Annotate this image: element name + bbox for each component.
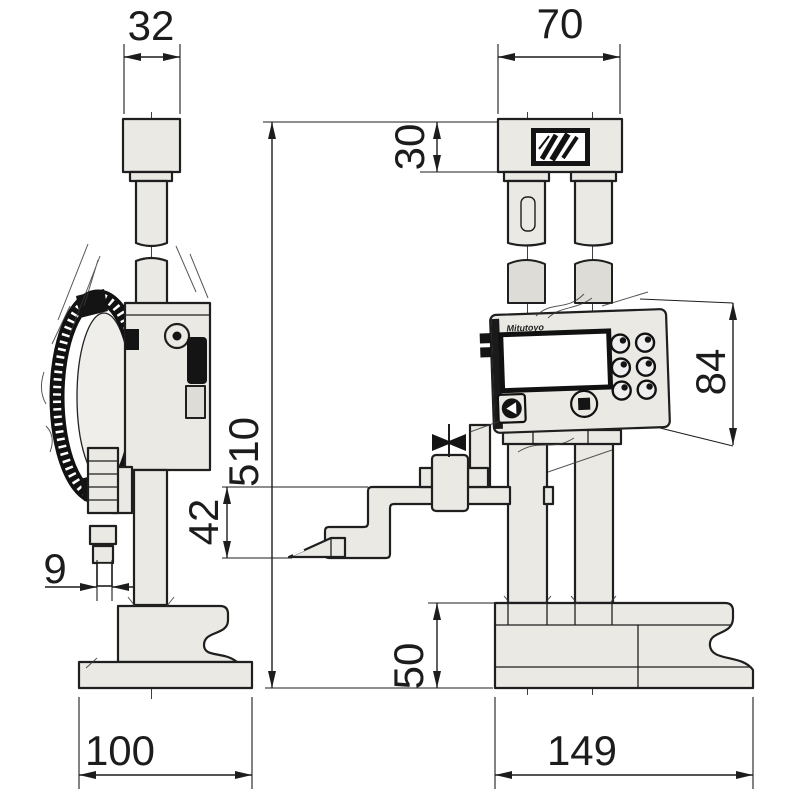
- display-unit: Mitutoyo: [479, 308, 671, 434]
- dim-label-100: 100: [85, 727, 155, 774]
- dim-label-84: 84: [687, 349, 734, 396]
- fine-feed-wheel: [86, 446, 120, 515]
- arm-clamp-block: [430, 453, 470, 513]
- dim-label-32: 32: [128, 2, 175, 49]
- dimension-side-base-width: 100: [78, 697, 253, 789]
- column-slot: [520, 196, 536, 232]
- scriber-arm-assembly: [287, 423, 512, 560]
- connector-bump: [480, 347, 492, 358]
- front-view: Mitutoyo: [287, 112, 755, 695]
- output-port-cover: [187, 337, 207, 384]
- dimension-scriber-thickness: 9: [43, 545, 134, 601]
- side-column-lower: [132, 468, 169, 607]
- dimension-front-base-width: 149: [494, 697, 754, 789]
- side-slider-body: [123, 301, 212, 472]
- dimension-cap-height: 30: [386, 122, 500, 173]
- button-glyph: [621, 384, 628, 391]
- button-glyph: [646, 383, 653, 390]
- brand-logo: Mitutoyo: [506, 322, 544, 333]
- side-scriber-assembly: [86, 446, 134, 587]
- function-button: [636, 379, 657, 400]
- port-lower-block: [185, 385, 206, 419]
- scriber-blade-edge: [96, 562, 113, 587]
- column-tab: [542, 485, 555, 506]
- column-shoulder-right: [569, 170, 618, 183]
- grip-pattern: [561, 135, 579, 160]
- grip-pattern: [538, 135, 550, 150]
- dimension-front-cap-width: 70: [497, 0, 621, 114]
- clamp-knob: [432, 434, 466, 451]
- clamp-tab-right: [466, 466, 490, 489]
- sketch-lines-display-bottom: [469, 420, 613, 473]
- scriber-tip-highlight: [292, 549, 305, 556]
- dim-label-70: 70: [537, 0, 584, 47]
- button-glyph: [645, 360, 652, 367]
- dim-label-50: 50: [385, 643, 432, 690]
- function-button: [610, 357, 632, 378]
- keypad: [609, 332, 657, 401]
- side-base: [77, 596, 254, 690]
- dim-label-149: 149: [547, 727, 617, 774]
- zero-button-icon: [577, 397, 591, 411]
- dimension-scriber-offset: 42: [180, 486, 368, 559]
- column-stub-right: [574, 259, 613, 304]
- left-arrow-icon: [506, 402, 517, 415]
- function-button: [611, 380, 632, 401]
- dim-label-30: 30: [386, 124, 433, 171]
- clamp-tab-left: [418, 466, 434, 489]
- side-column-break-stub: [134, 256, 169, 307]
- side-base-pedestal: [116, 604, 239, 664]
- clamp-screw-center: [172, 331, 182, 341]
- function-button: [609, 333, 631, 354]
- dimension-column-height: 510: [220, 122, 276, 688]
- side-column-upper: [134, 179, 169, 248]
- side-cap-shoulder: [128, 170, 174, 183]
- button-glyph: [619, 337, 627, 344]
- scriber-clamp-upper: [88, 524, 118, 546]
- column-stub-left: [507, 259, 546, 304]
- button-glyph: [620, 361, 627, 368]
- sketch-lines-cap-right: [175, 245, 209, 299]
- column-upper-right: [573, 179, 614, 247]
- flange-tick: [85, 657, 98, 669]
- dimension-display-height: 84: [639, 298, 737, 447]
- column-shoulder-left: [502, 170, 551, 183]
- side-view: [40, 112, 254, 699]
- grip-pattern: [549, 132, 571, 162]
- function-button: [634, 332, 656, 353]
- column-lower-right: [573, 441, 615, 605]
- dim-label-42: 42: [180, 499, 227, 546]
- front-base: [493, 595, 755, 690]
- column-upper-left: [506, 179, 547, 247]
- side-cap: [121, 117, 182, 174]
- lcd-screen: [498, 328, 614, 394]
- dim-label-510: 510: [220, 417, 267, 487]
- scriber-clamp-lower: [91, 544, 115, 565]
- column-base-flare: [127, 596, 175, 607]
- side-base-flange: [77, 660, 254, 690]
- sketch-lines-display-top: [535, 291, 649, 319]
- column-lower-left: [506, 441, 549, 605]
- connector-bump: [479, 333, 491, 344]
- button-glyph: [644, 336, 652, 343]
- grip-pattern: [539, 133, 559, 161]
- dimension-side-cap-width: 32: [123, 2, 181, 114]
- sketch-lines-ring-left: [40, 371, 53, 453]
- slider-left-fitting: [125, 329, 139, 350]
- dimension-annotations: 32 70 30 510 84: [43, 0, 754, 789]
- column-base-flares: [503, 595, 617, 604]
- front-cap: [496, 117, 624, 174]
- dimension-base-height: 50: [265, 602, 495, 690]
- sketch-lines-dial-top: [51, 243, 101, 345]
- dim-label-9: 9: [43, 545, 66, 592]
- function-button: [635, 356, 657, 377]
